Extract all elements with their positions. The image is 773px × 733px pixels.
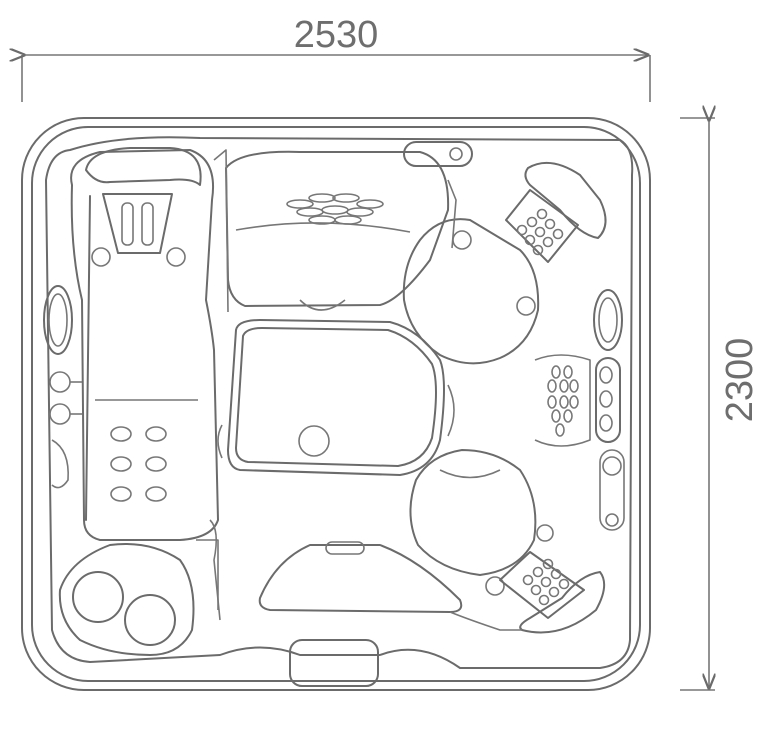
width-dimension: 2530	[22, 14, 651, 102]
bottom-center-seat	[258, 541, 463, 687]
right-lower-seat	[409, 449, 606, 634]
footwell	[217, 319, 455, 476]
depth-label: 2300	[719, 338, 761, 423]
right-side-fittings	[534, 289, 625, 531]
bottom-left-corner-seat	[58, 539, 219, 656]
lower-seat-jets	[522, 558, 570, 606]
left-side-fittings	[43, 285, 82, 489]
width-label: 2530	[294, 14, 379, 56]
seat-dividers	[209, 149, 522, 631]
right-upper-seat	[402, 161, 607, 365]
center-back-seat	[225, 141, 473, 311]
side-jets	[547, 365, 579, 437]
left-lounger	[70, 147, 219, 541]
upper-seat-jets	[516, 208, 564, 256]
back-jets	[286, 193, 384, 225]
tub-shell	[21, 117, 651, 691]
leg-jets	[110, 426, 167, 502]
depth-dimension: 2300	[680, 118, 761, 691]
neck-jets	[121, 202, 154, 246]
